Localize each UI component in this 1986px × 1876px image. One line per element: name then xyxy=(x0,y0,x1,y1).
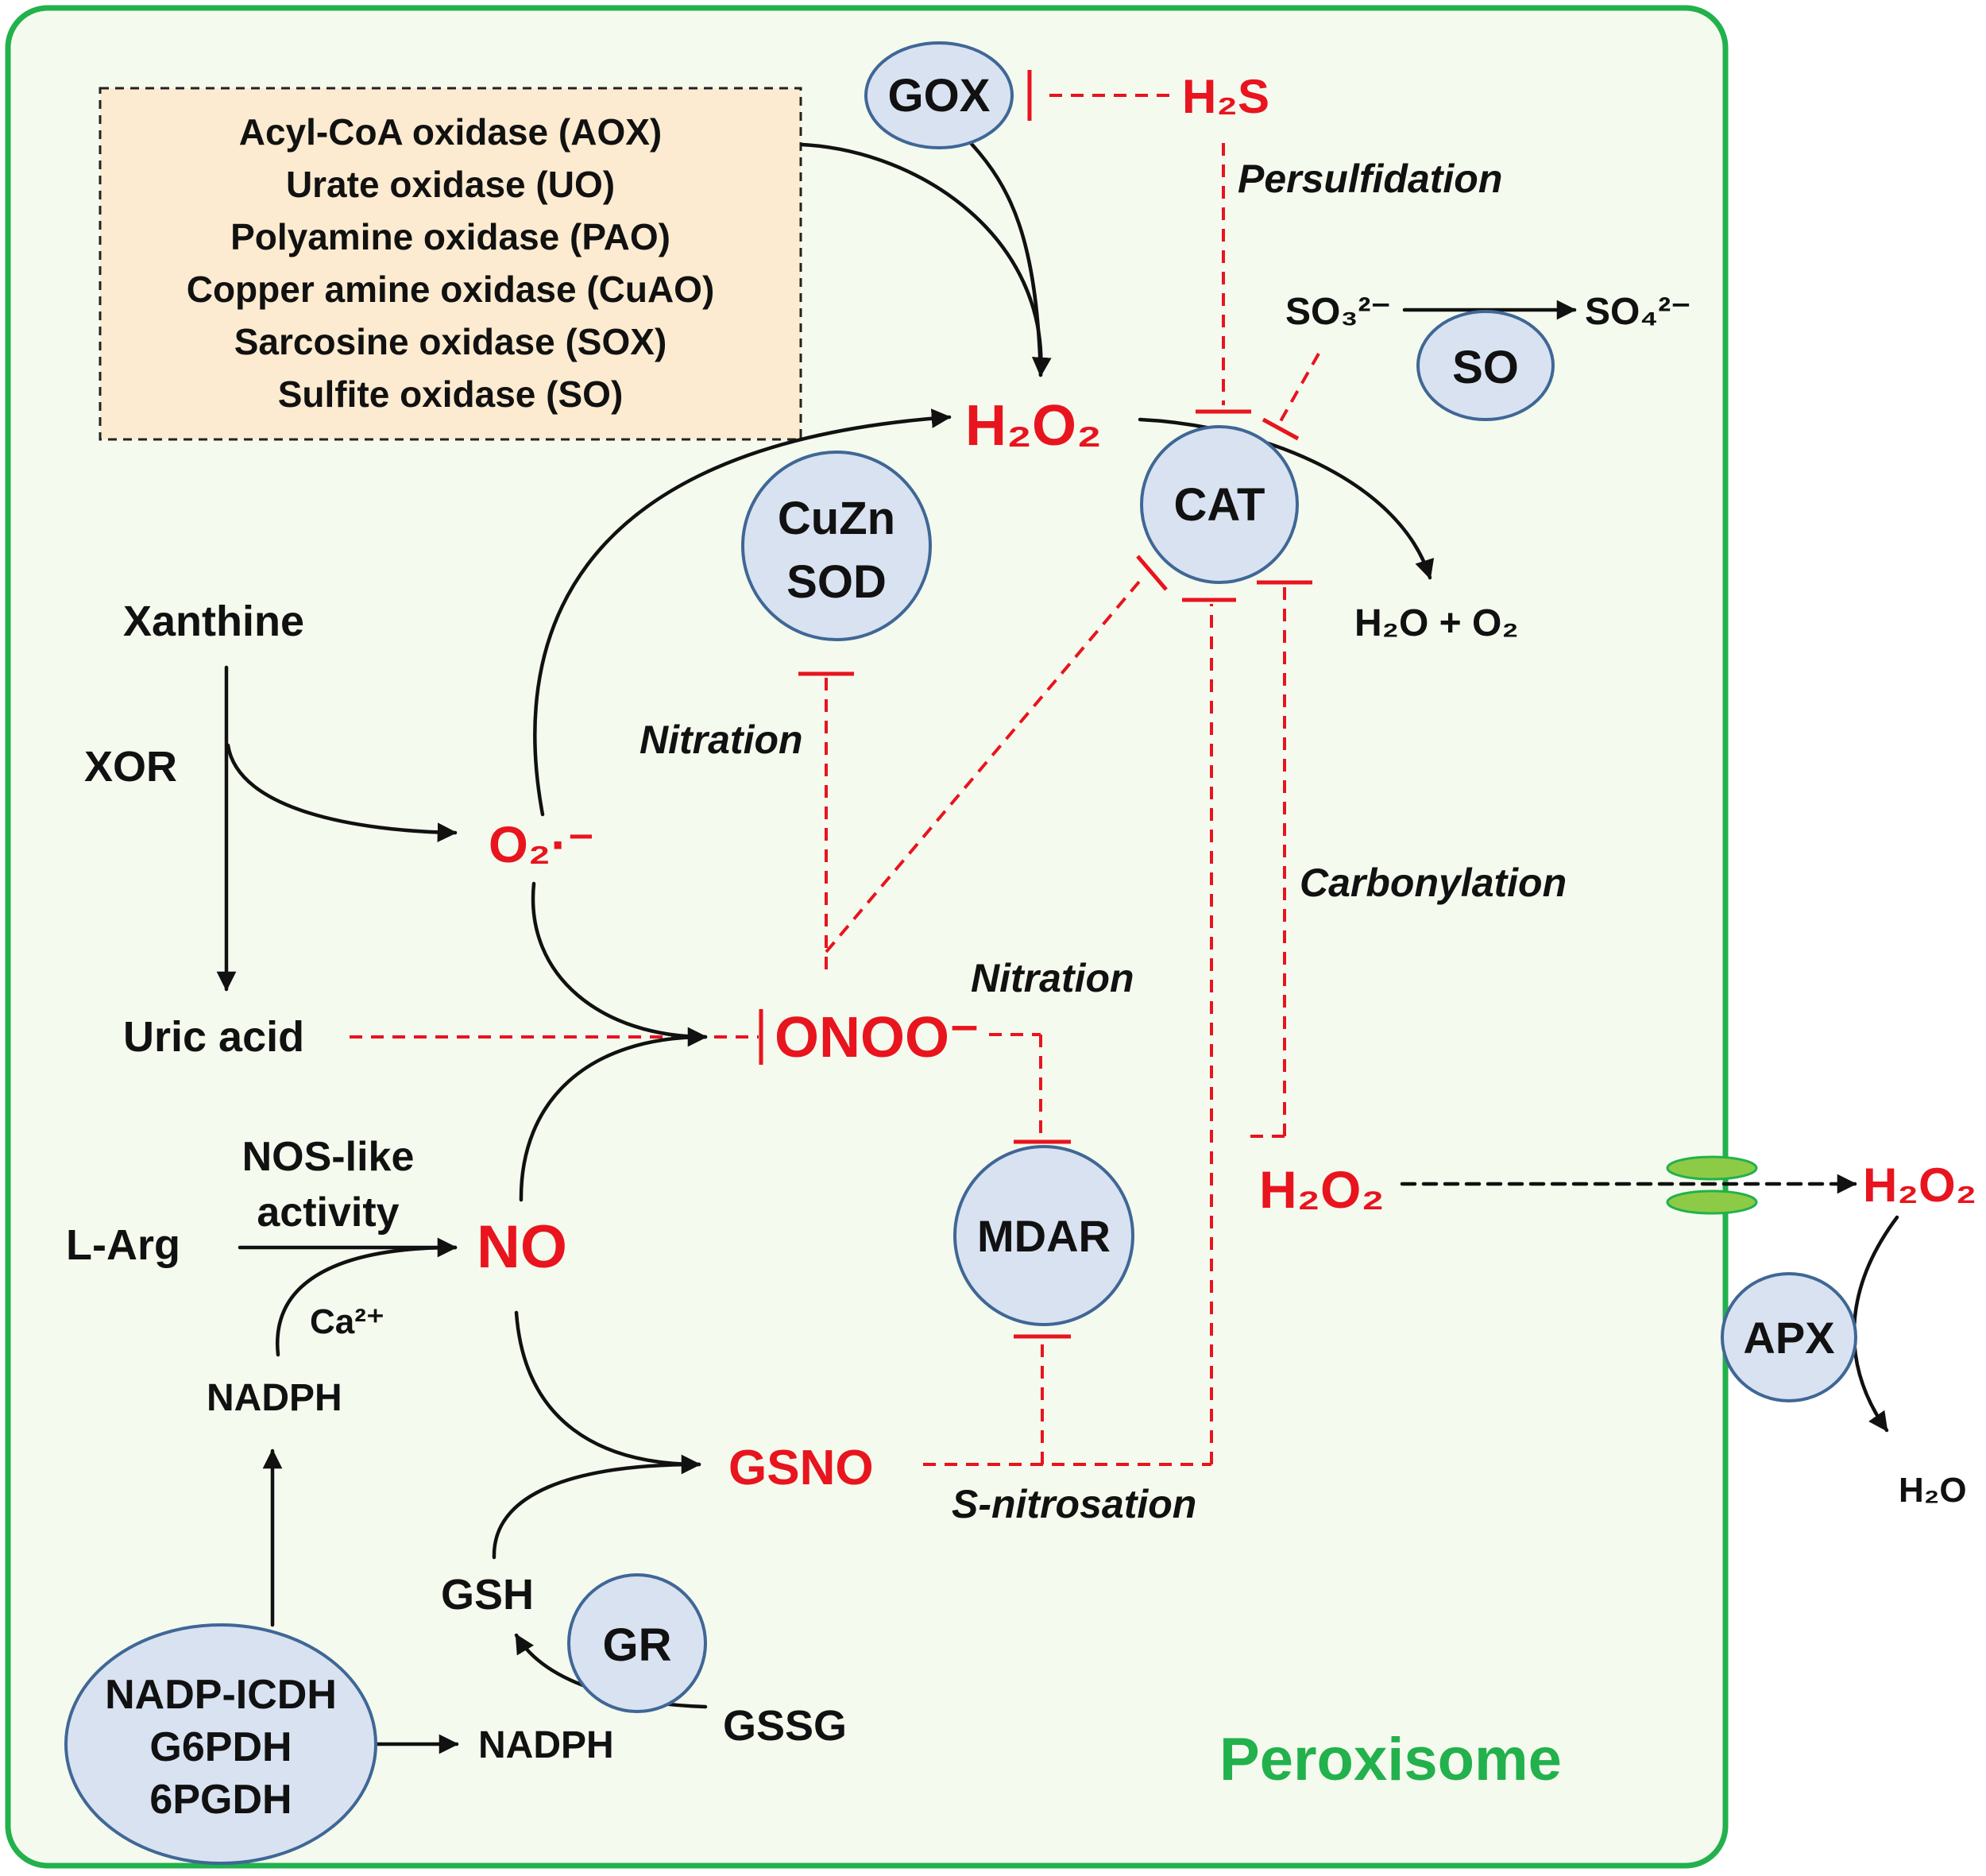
cuzn-sod-label-line2: SOD xyxy=(786,556,887,608)
nadph-to-no-arrow xyxy=(275,1245,458,1357)
h2o2-lower-label: H₂O₂ xyxy=(1259,1160,1385,1219)
h2o-cytosol-label: H₂O xyxy=(1899,1471,1967,1510)
reaction-arrows xyxy=(216,141,1899,1754)
h2o-o2-label: H₂O + O₂ xyxy=(1354,602,1519,644)
nadp-icdh-label: NADP-ICDH xyxy=(105,1672,337,1718)
nadph-upper-label: NADPH xyxy=(207,1377,342,1419)
h2o2-to-h2o-arrow xyxy=(1138,417,1435,580)
superoxide-to-h2o2-arrow xyxy=(533,408,952,817)
no-label: NO xyxy=(477,1213,567,1281)
cat-so3-inhibition-bar xyxy=(1262,417,1300,441)
superoxide-to-onoo-arrow xyxy=(531,881,708,1047)
nadph-lower-label: NADPH xyxy=(478,1724,614,1766)
nos-like-label-line2: activity xyxy=(257,1189,399,1236)
no-to-onoo-arrow xyxy=(519,1035,708,1202)
so-circle xyxy=(1416,310,1555,421)
gsh-label: GSH xyxy=(441,1571,534,1619)
enzyme-cuzn-sod: CuZn SOD xyxy=(741,451,932,641)
6pgdh-label: 6PGDH xyxy=(149,1777,292,1823)
apx-circle xyxy=(1721,1272,1857,1402)
uric-acid-label: Uric acid xyxy=(123,1013,304,1061)
no-to-gsno-arrow xyxy=(514,1310,701,1475)
oxidase-item-uo: Urate oxidase (UO) xyxy=(286,164,615,205)
membrane-channel-top xyxy=(1666,1155,1758,1181)
gssg-label: GSSG xyxy=(723,1702,847,1750)
so-label: SO xyxy=(1452,342,1519,393)
so3-cat-inhibition-line xyxy=(1279,353,1320,422)
enzyme-apx: APX xyxy=(1721,1272,1857,1402)
mdar-circle xyxy=(953,1145,1134,1326)
gox-label: GOX xyxy=(888,70,991,122)
persulfidation-label: Persulfidation xyxy=(1238,157,1502,201)
enzyme-cat: CAT xyxy=(1140,425,1299,584)
carbonylation-label: Carbonylation xyxy=(1300,861,1567,905)
enzyme-nadp-dehydrogenases: NADP-ICDH G6PDH 6PGDH xyxy=(64,1623,377,1865)
gr-label: GR xyxy=(603,1619,672,1671)
gsh-to-gsno-arrow xyxy=(492,1462,701,1560)
h2o2-cytosol-label: H₂O₂ xyxy=(1863,1158,1976,1212)
oxidase-item-cuao: Copper amine oxidase (CuAO) xyxy=(187,269,715,310)
peroxisome-label: Peroxisome xyxy=(1219,1726,1562,1793)
cat-circle xyxy=(1140,425,1299,584)
membrane-channel-bottom xyxy=(1666,1189,1758,1215)
cuzn-sod-label-line1: CuZn xyxy=(778,493,895,544)
apx-label: APX xyxy=(1743,1313,1834,1363)
nitration-mdar-label: Nitration xyxy=(971,956,1134,1000)
inhibition-lines xyxy=(350,94,1320,1466)
xor-label: XOR xyxy=(84,743,177,791)
enzyme-mdar: MDAR xyxy=(953,1145,1134,1326)
h2o2-main-label: H₂O₂ xyxy=(965,394,1102,458)
oxidase-item-pao: Polyamine oxidase (PAO) xyxy=(230,216,670,257)
onoo-label: ONOO⁻ xyxy=(775,1006,979,1070)
gox-to-h2o2-arrow xyxy=(968,141,1043,377)
enzyme-gr: GR xyxy=(567,1573,707,1713)
s-nitrosation-label: S-nitrosation xyxy=(952,1482,1196,1526)
nadp-dh-ellipse xyxy=(64,1623,377,1865)
enzyme-gox: GOX xyxy=(864,41,1014,149)
g6pdh-label: G6PDH xyxy=(149,1724,292,1770)
superoxide-label: O₂·⁻ xyxy=(489,816,594,873)
inhibition-bars xyxy=(759,70,1312,1339)
gox-circle xyxy=(864,41,1014,149)
xanthine-to-superoxide-arrow xyxy=(226,743,458,843)
cat-onoo-inhibition-bar xyxy=(1136,555,1168,591)
cytosol-h2o2-to-h2o-arrow xyxy=(1852,1215,1899,1433)
oxidase-item-so: Sulfite oxidase (SO) xyxy=(278,373,624,415)
xanthine-label: Xanthine xyxy=(123,598,304,645)
enzyme-so: SO xyxy=(1416,310,1555,421)
gsno-label: GSNO xyxy=(728,1441,874,1495)
oxidase-item-aox: Acyl-CoA oxidase (AOX) xyxy=(239,111,663,153)
onoo-cat-inhibition-line xyxy=(825,574,1146,953)
peroxisome-membrane xyxy=(5,5,1729,1869)
so4-label: SO₄²⁻ xyxy=(1585,291,1691,333)
cat-label: CAT xyxy=(1174,479,1265,531)
nos-like-label-line1: NOS-like xyxy=(242,1134,415,1180)
l-arg-label: L-Arg xyxy=(66,1221,180,1269)
gr-circle xyxy=(567,1573,707,1713)
nitration-sod-label: Nitration xyxy=(639,718,803,762)
mdar-label: MDAR xyxy=(977,1211,1111,1261)
calcium-label: Ca²⁺ xyxy=(310,1302,384,1341)
oxidase-item-sox: Sarcosine oxidase (SOX) xyxy=(234,321,667,362)
h2s-label: H₂S xyxy=(1182,70,1269,123)
so3-label: SO₃²⁻ xyxy=(1285,291,1391,333)
oxidase-box xyxy=(99,87,802,441)
cuzn-sod-circle xyxy=(741,451,932,641)
